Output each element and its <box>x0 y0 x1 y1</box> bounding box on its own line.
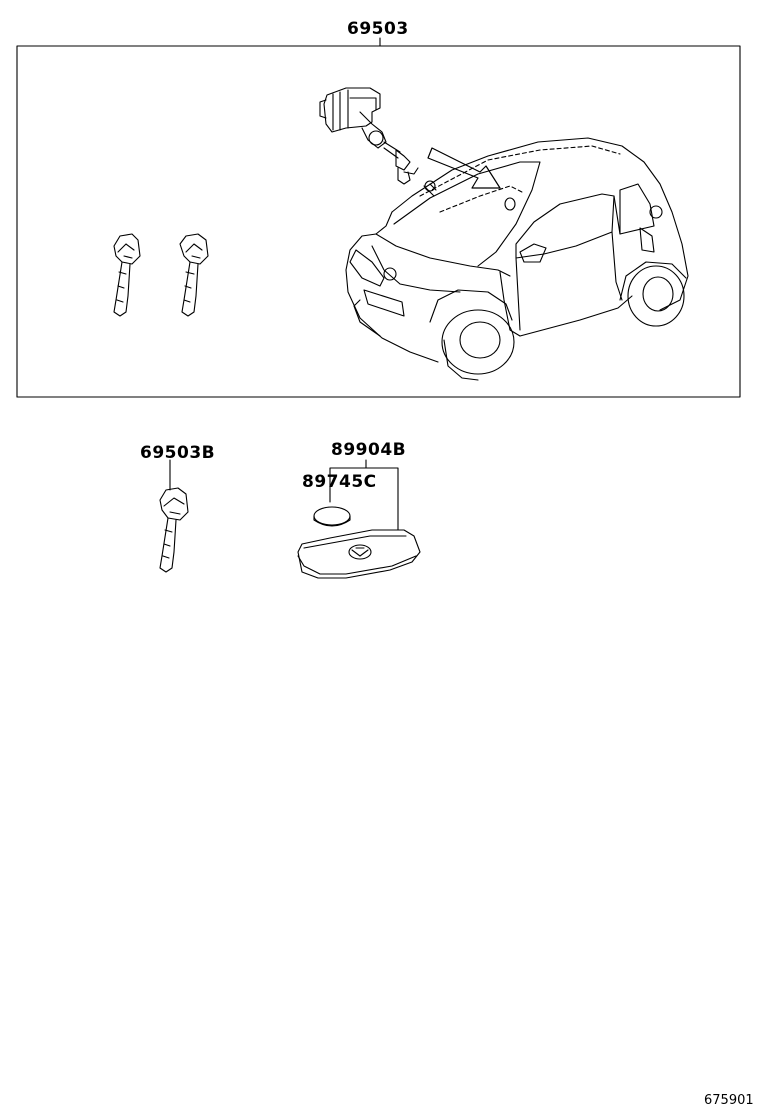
car-icon <box>345 137 689 381</box>
transmitter-icon <box>297 529 421 579</box>
label-69503: 69503 <box>347 19 409 39</box>
key-icon <box>113 233 141 317</box>
transmitter-leader <box>329 459 399 531</box>
key-69503b-icon <box>159 459 189 573</box>
key-icon <box>179 233 209 317</box>
ignition-switch-icon <box>319 87 419 185</box>
assembly-frame <box>16 37 741 398</box>
label-89745c: 89745C <box>302 472 377 492</box>
label-89904b: 89904B <box>331 440 407 460</box>
figure-code: 675901 <box>704 1093 754 1108</box>
battery-icon <box>313 506 351 527</box>
label-69503b: 69503B <box>140 443 216 463</box>
